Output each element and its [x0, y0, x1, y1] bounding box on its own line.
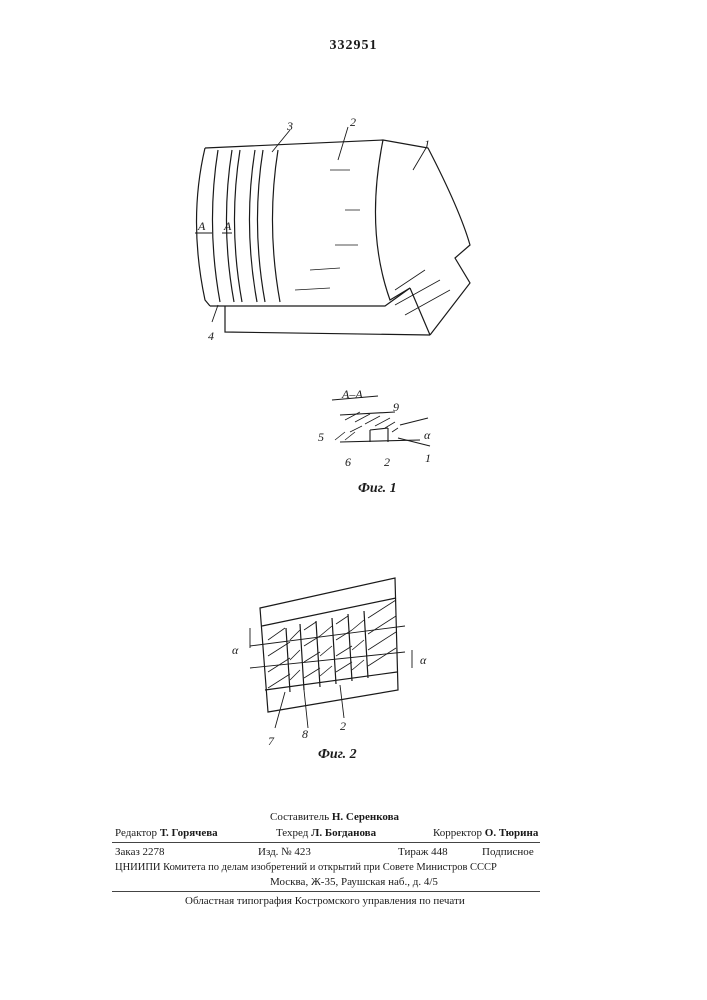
- fig1-label-2: 2: [350, 115, 356, 129]
- edition-number: Изд. № 423: [258, 845, 311, 860]
- institute-line: ЦНИИПИ Комитета по делам изобретений и о…: [115, 860, 497, 875]
- printer-line: Областная типография Костромского управл…: [185, 894, 465, 909]
- section-title: A–A: [341, 387, 363, 401]
- editor-name: Т. Горячева: [160, 827, 218, 839]
- imprint-rule-top: [112, 842, 540, 843]
- section-label-9: 9: [393, 400, 399, 414]
- fig2-caption: Фиг. 2: [318, 747, 357, 762]
- fig1-caption: Фиг. 1: [358, 481, 397, 496]
- corrector-name: О. Тюрина: [485, 827, 539, 839]
- fig2-label-alpha-left: α: [232, 643, 239, 657]
- techred-line: Техред Л. Богданова: [276, 826, 376, 841]
- fig2-label-2: 2: [340, 719, 346, 733]
- corrector-role: Корректор: [433, 827, 482, 839]
- section-label-1: 1: [425, 451, 431, 465]
- imprint-rule-bottom: [112, 891, 540, 892]
- compiler-role: Составитель: [270, 811, 329, 823]
- fig1-label-4: 4: [208, 329, 214, 343]
- section-label-alpha: α: [424, 428, 431, 442]
- editor-line: Редактор Т. Горячева: [115, 826, 218, 841]
- fig1-label-1: 1: [424, 137, 430, 151]
- compiler-name: Н. Серенкова: [332, 811, 399, 823]
- subscription: Подписное: [482, 845, 534, 860]
- fig1-label-a-right: A: [223, 219, 232, 233]
- circulation: Тираж 448: [398, 845, 448, 860]
- fig2-label-alpha-right: α: [420, 653, 427, 667]
- corrector-line: Корректор О. Тюрина: [433, 826, 538, 841]
- section-label-6: 6: [345, 455, 351, 469]
- compiler-line: Составитель Н. Серенкова: [270, 810, 399, 825]
- techred-name: Л. Богданова: [311, 827, 376, 839]
- address-line: Москва, Ж-35, Раушская наб., д. 4/5: [270, 875, 438, 890]
- fig2-label-8: 8: [302, 727, 308, 741]
- techred-role: Техред: [276, 827, 308, 839]
- fig1-label-a-left: A: [197, 219, 206, 233]
- fig2-label-7: 7: [268, 734, 275, 748]
- order-number: Заказ 2278: [115, 845, 165, 860]
- section-label-2: 2: [384, 455, 390, 469]
- section-label-5: 5: [318, 430, 324, 444]
- fig1-label-3: 3: [286, 119, 293, 133]
- editor-role: Редактор: [115, 827, 157, 839]
